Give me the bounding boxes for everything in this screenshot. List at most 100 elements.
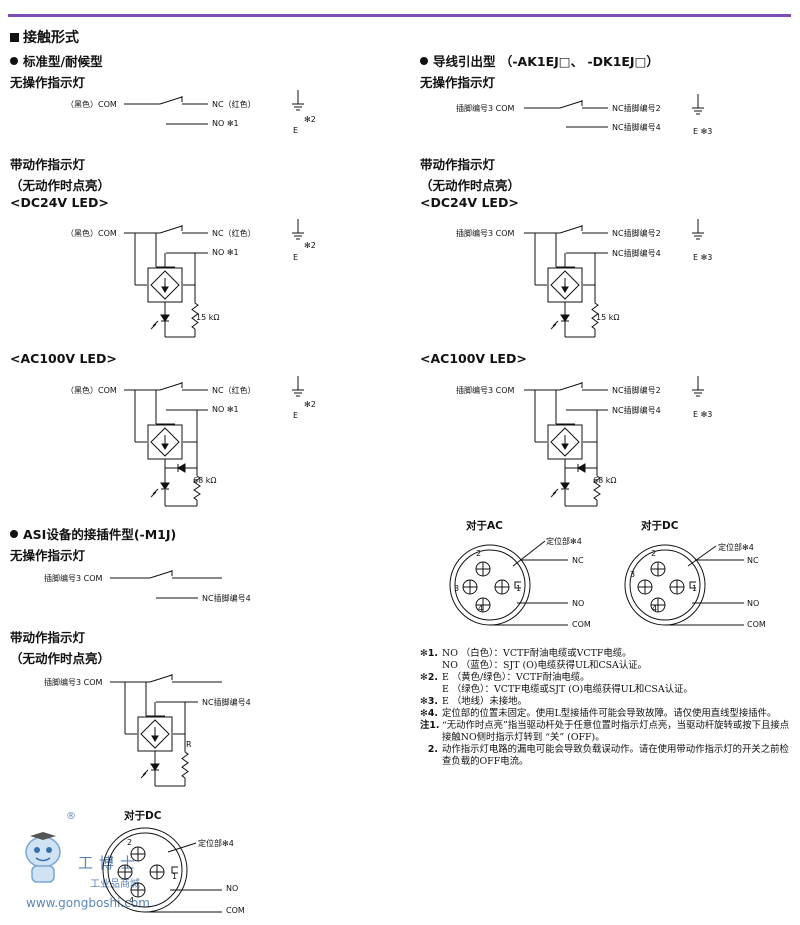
- led-icon: [160, 314, 170, 322]
- schematic-line: [150, 491, 157, 498]
- note-line: NO （蓝色）：SJT (O)电缆获得UL和CSA认证。: [442, 660, 647, 671]
- label-black-com: （黑色）COM: [66, 100, 117, 109]
- diode-arrow-icon: [561, 443, 569, 450]
- label-nc: NC: [747, 556, 759, 565]
- no-indicator-heading: 无操作指示灯: [10, 75, 86, 90]
- schematic-line: [550, 491, 557, 498]
- note-line: ✻1.NO （白色）：VCTF耐油电缆或VCTF电缆。: [420, 648, 632, 659]
- label-nc-pin2: NC插脚编号2: [612, 229, 661, 238]
- ac100-heading: <AC100V LED>: [10, 351, 117, 366]
- label-e-ref3: E ✻3: [693, 253, 713, 262]
- label-nc-pin4: NC插脚编号4: [202, 594, 251, 603]
- label-nc-red: NC（红色）: [212, 229, 256, 238]
- schematic-line: [559, 100, 583, 109]
- standard-heading: 标准型/耐候型: [10, 51, 103, 70]
- label-no: NO: [747, 599, 760, 608]
- r-lit-heading: （无动作时点亮）: [420, 178, 521, 193]
- label-nc-pin4: NC插脚编号4: [612, 406, 661, 415]
- r-dc24-heading: <DC24V LED>: [420, 195, 519, 210]
- diode-icon: [576, 463, 586, 473]
- connector-inner: [107, 832, 183, 908]
- rectifier-bridge: [140, 719, 170, 749]
- label-e: E: [293, 411, 299, 420]
- rectifier-bridge: [150, 427, 180, 457]
- locator-key: [171, 866, 178, 874]
- label-no-1: NO ✻1: [212, 119, 239, 128]
- schematic-line: [512, 540, 546, 567]
- label-ref2: ✻2: [304, 115, 316, 124]
- square-bullet-icon: [10, 33, 19, 42]
- label-ref2: ✻2: [304, 400, 316, 409]
- label-pin2: 2: [476, 549, 482, 558]
- resistor-icon: [593, 475, 601, 501]
- label-nc: NC: [572, 556, 584, 565]
- for-dc-caption: 对于DC: [641, 520, 679, 532]
- label-pin3: 3: [108, 856, 114, 865]
- note-line: ✻2.E （黄色/绿色）：VCTF耐油电缆。: [420, 672, 590, 683]
- label-com: COM: [572, 620, 591, 629]
- diode-arrow-icon: [161, 443, 169, 450]
- label-pin3-com: 插脚编号3 COM: [44, 678, 103, 687]
- led-icon: [560, 482, 570, 490]
- label-pin2: 2: [127, 838, 133, 847]
- schematic-line: [167, 842, 197, 853]
- label-nc-pin2: NC插脚编号2: [612, 104, 661, 113]
- schematic-line: [152, 488, 159, 495]
- schematic-line: [159, 96, 183, 105]
- note-line: 2.动作指示灯电路的漏电可能会导致负载误动作。请在使用带动作指示灯的开关之前检查…: [427, 744, 789, 767]
- diode-arrow-icon: [161, 286, 169, 293]
- note-line: E （绿色）：VCTF电缆或SJT (O)电缆获得UL和CSA认证。: [442, 684, 693, 695]
- asi-for-dc-caption: 对于DC: [124, 810, 162, 822]
- section-title: 接触形式: [10, 27, 79, 47]
- notes-block: ✻1.NO （白色）：VCTF耐油电缆或VCTF电缆。 NO （蓝色）：SJT …: [420, 648, 792, 768]
- schematic-line: [142, 769, 149, 776]
- led-icon: [160, 482, 170, 490]
- label-r: R: [186, 740, 192, 749]
- schematic-line: [149, 674, 173, 683]
- resistor-icon: [191, 302, 199, 330]
- label-black-com: （黑色）COM: [66, 386, 117, 395]
- label-nc-red: NC（红色）: [212, 386, 256, 395]
- label-68k: 68 kΩ: [193, 476, 217, 485]
- label-locator4: 定位部✻4: [718, 543, 754, 552]
- label-e: E: [293, 126, 299, 135]
- watermark-brand: 工博士: [78, 854, 142, 872]
- schematic-line: [149, 570, 173, 579]
- locator-key: [689, 581, 696, 589]
- label-pin3-com: 插脚编号3 COM: [456, 104, 515, 113]
- schematic-line: [559, 225, 583, 234]
- label-nc-pin2: NC插脚编号2: [612, 386, 661, 395]
- watermark-reg: ®: [66, 811, 76, 822]
- bullet-icon: [10, 530, 18, 538]
- label-e-ref3: E ✻3: [693, 127, 713, 136]
- with-indicator-heading: 带动作指示灯: [10, 157, 86, 172]
- label-black-com: （黑色）COM: [66, 229, 117, 238]
- label-nc-pin4: NC插脚编号4: [612, 249, 661, 258]
- watermark: [18, 830, 68, 892]
- diode-arrow-icon: [561, 286, 569, 293]
- label-pin3-com: 插脚编号3 COM: [456, 386, 515, 395]
- label-no-1: NO ✻1: [212, 248, 239, 257]
- rectifier-bridge: [550, 270, 580, 300]
- resistor-icon: [591, 302, 599, 330]
- connector-outline: [624, 544, 706, 626]
- schematic-line: [159, 382, 183, 391]
- r-no-indicator-heading: 无操作指示灯: [420, 75, 496, 90]
- label-pin3: 3: [630, 570, 636, 579]
- schematic-line: [150, 323, 157, 330]
- schematic-line: [687, 545, 717, 567]
- watermark-sub: 工业品商城: [90, 879, 140, 890]
- label-com: COM: [226, 906, 245, 915]
- locator-key: [514, 581, 521, 589]
- watermark-url: www.gongboshi.com: [26, 896, 150, 910]
- bullet-icon: [10, 57, 18, 65]
- lead-heading: 导线引出型 （-AK1EJ□、 -DK1EJ□）: [420, 51, 659, 70]
- label-pin3: 3: [454, 584, 460, 593]
- r-with-indicator-heading: 带动作指示灯: [420, 157, 496, 172]
- label-nc-pin4: NC插脚编号4: [202, 698, 251, 707]
- resistor-icon: [181, 751, 189, 779]
- note-line: 注1.“无动作时点亮”指当驱动杆处于任意位置时指示灯点亮，当驱动杆旋转或按下且接…: [420, 720, 790, 743]
- rectifier-bridge: [550, 427, 580, 457]
- dc24-heading: <DC24V LED>: [10, 195, 109, 210]
